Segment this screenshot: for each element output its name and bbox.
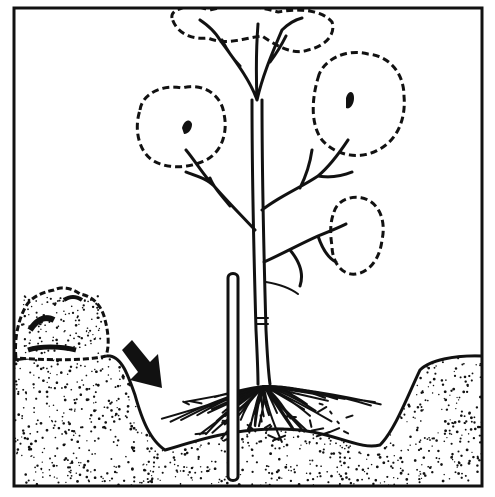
stake-icon: [228, 274, 238, 481]
